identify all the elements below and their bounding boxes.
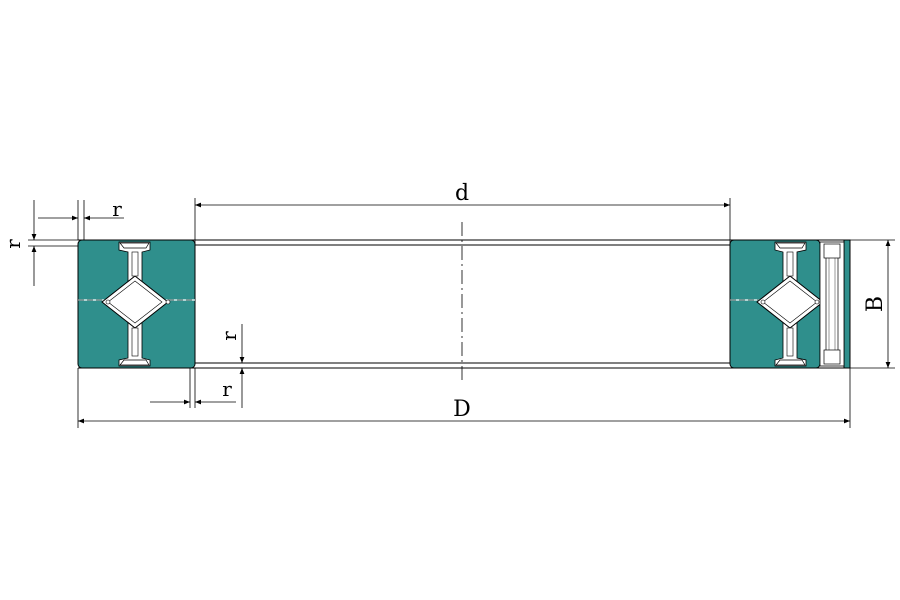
chamfer-label-top-horizontal: r (112, 197, 122, 221)
right-ring-section (729, 239, 851, 369)
dimension-outer (77, 368, 851, 428)
chamfer-dimension-top-vertical (28, 200, 78, 286)
width-label: B (863, 296, 888, 312)
chamfer-dimension-inner-horizontal (150, 368, 236, 408)
outer-label: D (453, 397, 471, 422)
dimension-width (850, 239, 895, 369)
chamfer-label-inner-horizontal: r (222, 377, 232, 401)
dimension-bore (194, 198, 731, 245)
chamfer-label-top-vertical: r (1, 239, 25, 249)
chamfer-dimension-inner-vertical (195, 324, 248, 408)
left-ring-section (77, 239, 196, 369)
chamfer-dimension-top-horizontal (38, 200, 124, 240)
chamfer-label-inner-vertical: r (217, 331, 241, 341)
bore-label: d (455, 181, 469, 206)
